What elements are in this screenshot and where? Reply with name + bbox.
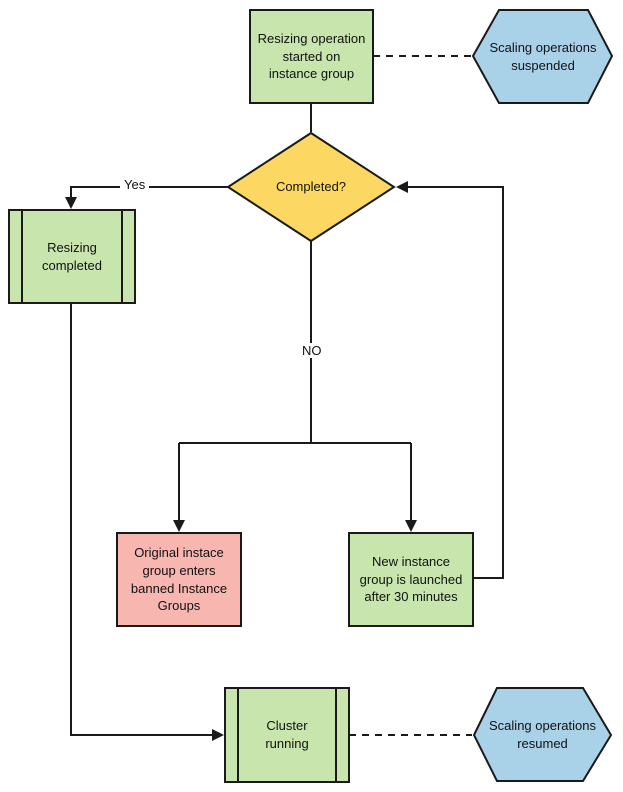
node-resizing-completed-predefined bbox=[8, 209, 136, 304]
node-cluster-running-predefined bbox=[224, 687, 350, 783]
edge-completed-yes-to-resizing-completed bbox=[70, 186, 228, 198]
arrowhead-into-completed bbox=[396, 181, 408, 193]
node-start-process bbox=[249, 9, 374, 104]
arrowhead-into-banned bbox=[173, 520, 185, 532]
node-completed-decision bbox=[226, 131, 396, 243]
node-banned-process bbox=[116, 532, 242, 627]
edge-new-instance-loop-to-completed bbox=[408, 186, 504, 579]
edge-resizing-completed-to-cluster-running bbox=[70, 303, 213, 736]
arrowhead-into-new-instance bbox=[405, 520, 417, 532]
arrowhead-into-resizing-completed bbox=[65, 197, 77, 209]
arrowhead-into-cluster-running bbox=[212, 729, 224, 741]
node-suspended-hexagon bbox=[471, 9, 614, 104]
node-resumed-hexagon bbox=[472, 687, 613, 782]
node-new-instance-process bbox=[348, 532, 474, 627]
